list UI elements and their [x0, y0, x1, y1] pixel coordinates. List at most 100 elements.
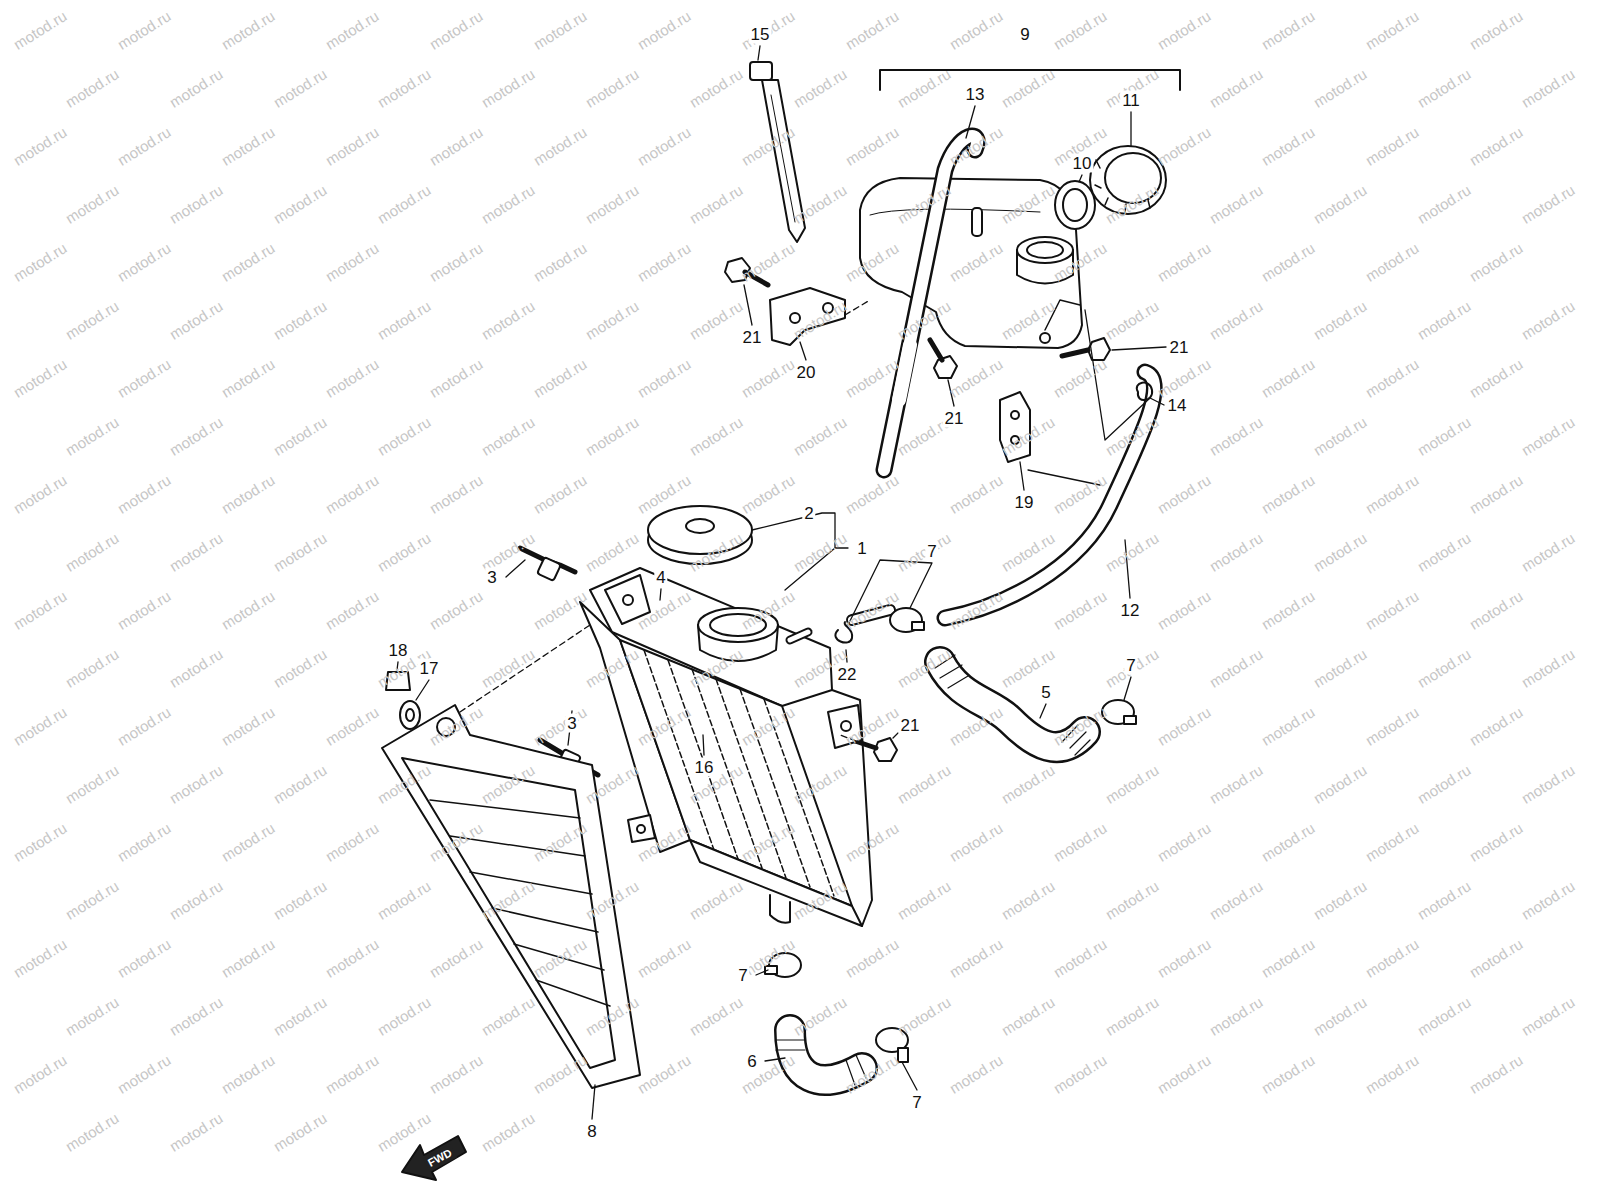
watermark: motod.ru: [790, 65, 849, 111]
watermark: motod.ru: [1414, 413, 1473, 459]
watermark: motod.ru: [1518, 181, 1577, 227]
watermark: motod.ru: [946, 7, 1005, 53]
callout-number: 3: [565, 714, 578, 733]
watermark: motod.ru: [62, 65, 121, 111]
watermark: motod.ru: [1310, 65, 1369, 111]
watermark: motod.ru: [218, 1051, 277, 1097]
watermark: motod.ru: [1414, 877, 1473, 923]
watermark: motod.ru: [10, 587, 69, 633]
watermark: motod.ru: [1258, 239, 1317, 285]
watermark: motod.ru: [842, 7, 901, 53]
watermark: motod.ru: [166, 877, 225, 923]
watermark: motod.ru: [166, 993, 225, 1039]
watermark: motod.ru: [1518, 761, 1577, 807]
watermark: motod.ru: [270, 761, 329, 807]
watermark: motod.ru: [1154, 1051, 1213, 1097]
watermark: motod.ru: [1362, 123, 1421, 169]
watermark: motod.ru: [1518, 413, 1577, 459]
watermark: motod.ru: [946, 819, 1005, 865]
watermark: motod.ru: [1518, 65, 1577, 111]
watermark: motod.ru: [1310, 529, 1369, 575]
watermark: motod.ru: [1518, 297, 1577, 343]
watermark: motod.ru: [1414, 993, 1473, 1039]
watermark: motod.ru: [322, 819, 381, 865]
callout-number: 12: [1119, 601, 1142, 620]
watermark: motod.ru: [62, 761, 121, 807]
watermark: motod.ru: [114, 1051, 173, 1097]
watermark: motod.ru: [946, 1051, 1005, 1097]
callout-number: 16: [693, 758, 716, 777]
watermark: motod.ru: [582, 529, 641, 575]
reservoir-tank: [860, 178, 1082, 348]
watermark: motod.ru: [1466, 819, 1525, 865]
callout-number: 21: [1168, 338, 1191, 357]
watermark: motod.ru: [1154, 123, 1213, 169]
watermark: motod.ru: [842, 819, 901, 865]
watermark: motod.ru: [634, 7, 693, 53]
watermark: motod.ru: [1102, 993, 1161, 1039]
watermark: motod.ru: [1466, 935, 1525, 981]
callout-number: 2: [802, 504, 815, 523]
callout-number: 11: [1120, 91, 1142, 110]
watermark: motod.ru: [1258, 935, 1317, 981]
watermark: motod.ru: [426, 123, 485, 169]
watermark: motod.ru: [530, 587, 589, 633]
watermark: motod.ru: [374, 1109, 433, 1155]
callout-number: 9: [1018, 25, 1031, 44]
watermark: motod.ru: [114, 7, 173, 53]
watermark: motod.ru: [10, 819, 69, 865]
watermark: motod.ru: [62, 1109, 121, 1155]
watermark: motod.ru: [1258, 587, 1317, 633]
hose-clamp: [765, 608, 1136, 1062]
watermark: motod.ru: [1206, 529, 1265, 575]
watermark: motod.ru: [1102, 761, 1161, 807]
watermark: motod.ru: [270, 65, 329, 111]
watermark: motod.ru: [322, 7, 381, 53]
watermark: motod.ru: [10, 703, 69, 749]
watermark: motod.ru: [1258, 1051, 1317, 1097]
watermark: motod.ru: [218, 703, 277, 749]
watermark: motod.ru: [1414, 297, 1473, 343]
watermark: motod.ru: [894, 529, 953, 575]
watermark: motod.ru: [1466, 7, 1525, 53]
watermark: motod.ru: [1518, 877, 1577, 923]
callout-number: 10: [1071, 154, 1094, 173]
watermark: motod.ru: [114, 471, 173, 517]
watermark: motod.ru: [582, 181, 641, 227]
watermark: motod.ru: [270, 297, 329, 343]
watermark: motod.ru: [1466, 587, 1525, 633]
watermark: motod.ru: [374, 413, 433, 459]
watermark: motod.ru: [114, 123, 173, 169]
watermark: motod.ru: [1050, 935, 1109, 981]
watermark: motod.ru: [62, 181, 121, 227]
watermark: motod.ru: [790, 413, 849, 459]
watermark: motod.ru: [1154, 935, 1213, 981]
watermark: motod.ru: [10, 471, 69, 517]
watermark: motod.ru: [1310, 645, 1369, 691]
watermark: motod.ru: [218, 935, 277, 981]
watermark: motod.ru: [478, 993, 537, 1039]
watermark: motod.ru: [218, 239, 277, 285]
watermark: motod.ru: [426, 587, 485, 633]
watermark: motod.ru: [1258, 471, 1317, 517]
watermark: motod.ru: [1154, 355, 1213, 401]
overflow-hose: [945, 372, 1154, 618]
watermark: motod.ru: [10, 1051, 69, 1097]
watermark: motod.ru: [530, 355, 589, 401]
watermark: motod.ru: [1206, 65, 1265, 111]
watermark: motod.ru: [270, 1109, 329, 1155]
watermark: motod.ru: [1206, 761, 1265, 807]
watermark: motod.ru: [1050, 1051, 1109, 1097]
watermark: motod.ru: [686, 65, 745, 111]
watermark: motod.ru: [1206, 877, 1265, 923]
watermark: motod.ru: [530, 123, 589, 169]
tank-cap: [1055, 146, 1166, 229]
watermark: motod.ru: [322, 587, 381, 633]
callout-number: 15: [749, 25, 772, 44]
watermark: motod.ru: [1154, 239, 1213, 285]
watermark: motod.ru: [946, 935, 1005, 981]
watermark: motod.ru: [582, 297, 641, 343]
watermark: motod.ru: [322, 471, 381, 517]
watermark: motod.ru: [1102, 877, 1161, 923]
watermark: motod.ru: [1258, 819, 1317, 865]
